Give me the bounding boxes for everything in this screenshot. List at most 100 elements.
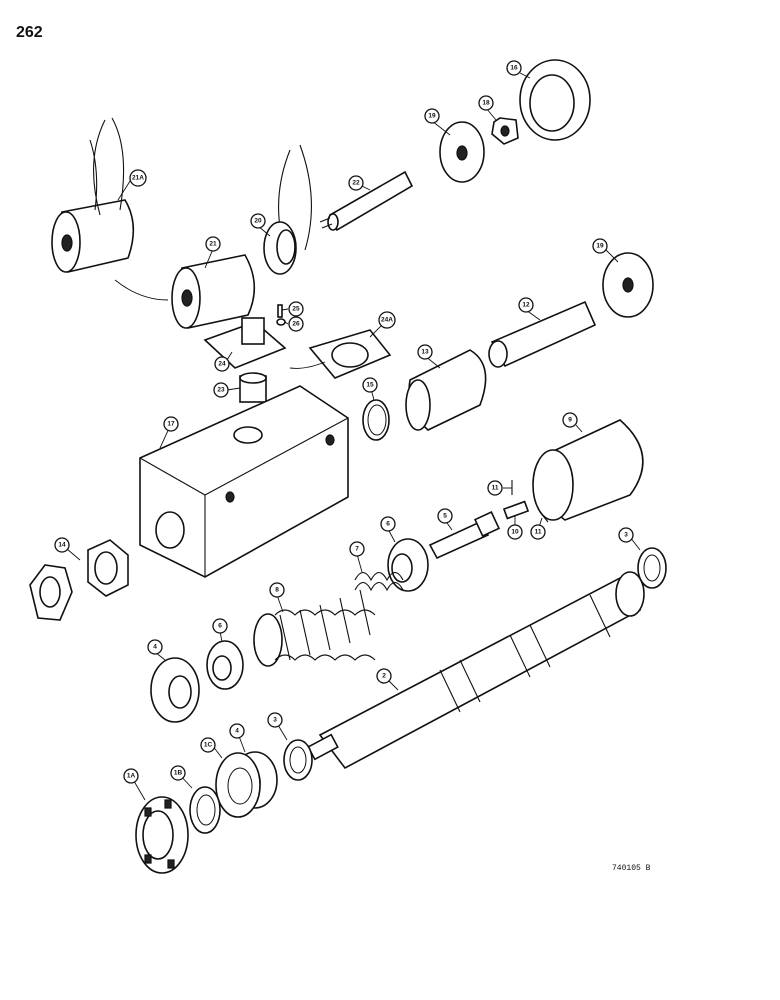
part-17-valve-body — [139, 385, 349, 578]
svg-text:18: 18 — [482, 100, 490, 107]
callout-26: 26 — [288, 316, 304, 332]
part-21A-cap — [51, 117, 135, 273]
svg-text:12: 12 — [522, 302, 530, 309]
svg-text:19: 19 — [596, 243, 604, 250]
svg-text:1A: 1A — [127, 773, 136, 780]
svg-text:26: 26 — [292, 321, 300, 328]
svg-text:3: 3 — [624, 532, 628, 539]
catalog-code: 740105 B — [612, 864, 651, 873]
page-number: 262 — [16, 24, 43, 41]
callout-1B: 1B — [170, 765, 186, 781]
callout-17: 17 — [163, 416, 179, 432]
part-13-sleeve — [405, 349, 487, 431]
callout-19-right: 19 — [592, 238, 608, 254]
svg-text:7: 7 — [355, 546, 359, 553]
callout-24: 24 — [214, 356, 230, 372]
svg-text:14: 14 — [58, 542, 66, 549]
part-10-pin — [502, 500, 530, 520]
part-23-fitting — [239, 372, 267, 403]
part-11-pin-b — [539, 511, 549, 523]
part-8-spring — [253, 589, 376, 667]
callout-15: 15 — [362, 377, 378, 393]
part-6-retainer-upper — [387, 538, 429, 592]
svg-text:21: 21 — [209, 241, 217, 248]
callout-10: 10 — [507, 524, 523, 540]
callout-11-bottom: 11 — [530, 524, 546, 540]
callout-18: 18 — [478, 95, 494, 111]
callout-3-right: 3 — [618, 527, 634, 543]
svg-text:22: 22 — [352, 180, 360, 187]
svg-text:23: 23 — [217, 387, 225, 394]
svg-text:13: 13 — [421, 349, 429, 356]
part-3-seal-left — [283, 739, 313, 781]
part-14-washer — [87, 539, 129, 597]
svg-text:1C: 1C — [204, 742, 213, 749]
callout-8: 8 — [269, 582, 285, 598]
part-19-washer-right — [602, 252, 654, 318]
part-24A-gasket — [308, 329, 392, 379]
part-12-tube — [488, 300, 597, 368]
callout-20: 20 — [250, 213, 266, 229]
callout-14: 14 — [54, 537, 70, 553]
callout-11-top: 11 — [487, 480, 503, 496]
svg-text:25: 25 — [292, 306, 300, 313]
callout-7: 7 — [349, 541, 365, 557]
part-4-washer-upper — [150, 657, 200, 723]
svg-text:4: 4 — [235, 728, 239, 735]
svg-text:19: 19 — [428, 113, 436, 120]
svg-text:3: 3 — [273, 717, 277, 724]
callout-13: 13 — [417, 344, 433, 360]
svg-text:16: 16 — [510, 65, 518, 72]
callout-21: 21 — [205, 236, 221, 252]
svg-text:15: 15 — [366, 382, 374, 389]
callout-23: 23 — [213, 382, 229, 398]
svg-text:24A: 24A — [381, 317, 393, 324]
callout-3-left: 3 — [267, 712, 283, 728]
part-20-ring — [263, 221, 297, 275]
svg-text:6: 6 — [218, 623, 222, 630]
callout-1A: 1A — [123, 768, 139, 784]
part-2-spool — [307, 571, 645, 770]
callout-4-upper: 4 — [147, 639, 163, 655]
part-16-endcap — [519, 59, 591, 141]
part-1C-ring — [215, 752, 261, 818]
part-9-cap — [532, 419, 644, 521]
part-14-nut — [29, 564, 73, 621]
callout-22: 22 — [348, 175, 364, 191]
svg-text:2: 2 — [382, 673, 386, 680]
part-19-washer-top — [439, 121, 485, 183]
callout-6-upper: 6 — [380, 516, 396, 532]
part-21-cap — [171, 144, 312, 329]
svg-text:11: 11 — [535, 529, 542, 536]
svg-text:24: 24 — [218, 361, 226, 368]
callout-5: 5 — [437, 508, 453, 524]
part-15-oring — [362, 399, 390, 441]
part-7-spring — [354, 571, 404, 592]
callout-2: 2 — [376, 668, 392, 684]
part-24-flange — [203, 317, 287, 369]
assembly-arrow-24A — [289, 361, 326, 369]
callout-21A: 21A — [129, 169, 147, 187]
callout-1C: 1C — [200, 737, 216, 753]
callout-4-lower: 4 — [229, 723, 245, 739]
callout-16: 16 — [506, 60, 522, 76]
callout-12: 12 — [518, 297, 534, 313]
callout-6-lower: 6 — [212, 618, 228, 634]
svg-text:1B: 1B — [174, 770, 183, 777]
svg-text:9: 9 — [568, 417, 572, 424]
callout-25: 25 — [288, 301, 304, 317]
part-22-shaft — [319, 170, 414, 232]
svg-text:8: 8 — [275, 587, 279, 594]
assembly-arrow-21A — [114, 279, 169, 301]
svg-text:10: 10 — [511, 529, 519, 536]
callout-19-top: 19 — [424, 108, 440, 124]
part-6-retainer-lower — [206, 640, 244, 690]
part-18-nut — [491, 117, 519, 145]
svg-text:4: 4 — [153, 644, 157, 651]
svg-text:11: 11 — [492, 485, 499, 492]
part-5-screw — [428, 510, 501, 560]
part-3-seal-right — [637, 547, 667, 589]
callout-9: 9 — [562, 412, 578, 428]
